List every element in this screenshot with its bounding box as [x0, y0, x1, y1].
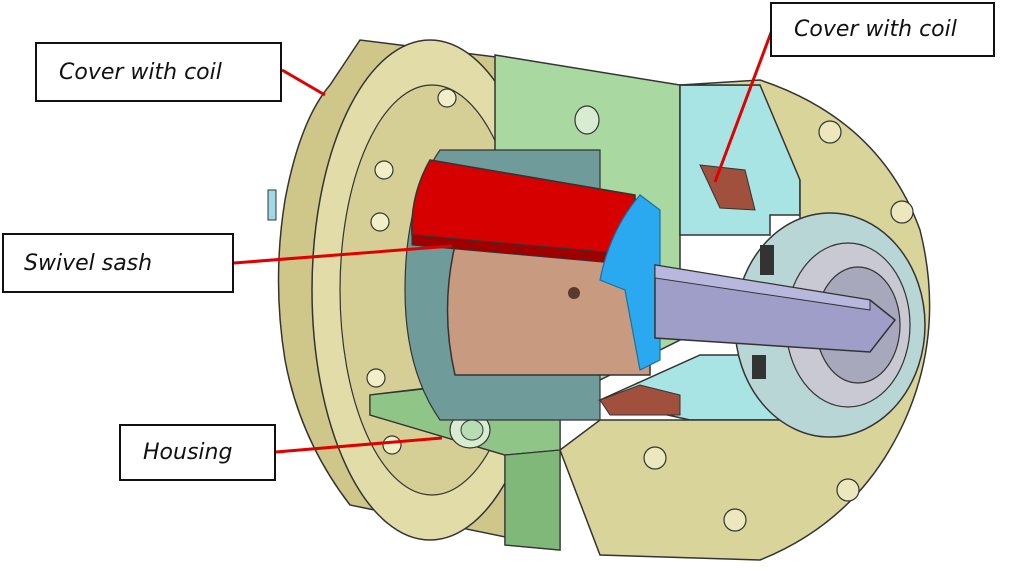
- coil-lower: [599, 384, 681, 416]
- callout-cover-with-coil-left: Cover with coil: [35, 42, 282, 102]
- right-cover-outer-ring: [559, 79, 931, 561]
- callout-label: Swivel sash: [24, 250, 153, 276]
- callout-label: Cover with coil: [59, 59, 222, 85]
- leader-cover-right: [713, 29, 774, 183]
- blue-insert: [599, 194, 661, 371]
- coil-upper: [699, 164, 756, 211]
- callout-cover-with-coil-right: Cover with coil: [770, 2, 995, 57]
- callout-swivel-sash: Swivel sash: [2, 233, 234, 293]
- callout-housing: Housing: [119, 424, 276, 481]
- callout-label: Housing: [143, 440, 233, 465]
- leader-housing: [275, 436, 443, 454]
- rotor-hole: [568, 287, 580, 299]
- leader-swivel-sash: [233, 244, 453, 265]
- callout-label: Cover with coil: [794, 17, 957, 42]
- swivel-sash-rotor: [446, 244, 651, 376]
- leader-cover-left: [281, 68, 326, 97]
